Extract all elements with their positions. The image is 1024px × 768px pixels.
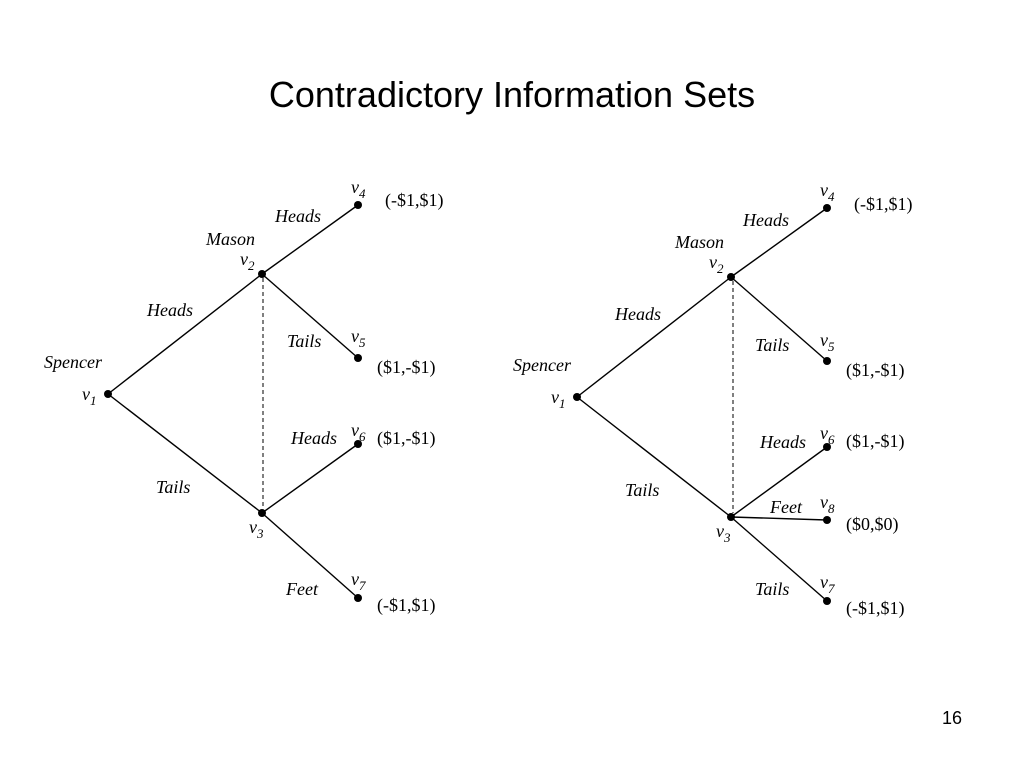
right-node-v7 [823,597,831,605]
right-edge-v3-v6 [730,446,828,518]
right-edge-label-v1-v2: Heads [614,304,661,324]
right-node-v1 [573,393,581,401]
left-node-label-v6: v6 [351,420,366,444]
right-edge-label-v3-v8: Feet [769,497,803,517]
left-edge-v2-v5 [261,273,359,359]
right-node-v4 [823,204,831,212]
right-payoff-v6: ($1,-$1) [846,431,904,452]
right-node-label-v5: v5 [820,330,835,354]
right-payoff-v4: (-$1,$1) [854,194,912,215]
right-node-v2 [727,273,735,281]
left-edge-label-v2-v4: Heads [274,206,321,226]
right-edge-label-v1-v3: Tails [625,480,659,500]
left-edge-label-v3-v6: Heads [290,428,337,448]
right-node-label-v3: v3 [716,521,731,545]
right-node-v6 [823,443,831,451]
left-node-v3 [258,509,266,517]
left-edge-label-v1-v3: Tails [156,477,190,497]
left-payoff-v6: ($1,-$1) [377,428,435,449]
right-payoff-v8: ($0,$0) [846,514,899,535]
left-node-label-v2: v2 [240,249,255,273]
left-payoff-v5: ($1,-$1) [377,357,435,378]
right-game-tree: Spencer Mason v1 v2 v3 v4 v5 v6 v8 v7 He… [513,180,912,619]
left-edge-label-v1-v2: Heads [146,300,193,320]
left-edge-v3-v6 [261,443,359,514]
left-edge-v2-v4 [261,204,359,275]
right-payoff-v5: ($1,-$1) [846,360,904,381]
right-payoff-v7: (-$1,$1) [846,598,904,619]
left-node-label-v7: v7 [351,569,366,593]
left-node-label-v4: v4 [351,177,366,201]
right-node-label-v2: v2 [709,252,724,276]
left-payoff-v7: (-$1,$1) [377,595,435,616]
right-player-spencer: Spencer [513,355,572,375]
left-node-v1 [104,390,112,398]
right-edge-label-v3-v6: Heads [759,432,806,452]
left-node-v5 [354,354,362,362]
left-player-mason: Mason [205,229,255,249]
left-node-label-v5: v5 [351,326,366,350]
left-edge-v3-v7 [261,512,359,599]
page-number: 16 [941,708,962,728]
right-edge-v3-v8 [730,516,828,521]
right-node-label-v7: v7 [820,572,835,596]
right-edge-v1-v2 [576,276,732,398]
left-edge-v1-v2 [107,273,263,395]
right-edge-v1-v3 [576,396,732,518]
right-node-label-v6: v6 [820,423,835,447]
left-game-tree: Spencer Mason v1 v2 v3 v4 v5 v6 v7 Heads… [44,177,443,616]
right-player-mason: Mason [674,232,724,252]
left-node-v6 [354,440,362,448]
left-edge-label-v2-v5: Tails [287,331,321,351]
right-node-label-v8: v8 [820,492,835,516]
left-player-spencer: Spencer [44,352,103,372]
right-node-v5 [823,357,831,365]
left-node-label-v3: v3 [249,517,264,541]
right-node-v8 [823,516,831,524]
right-edge-v2-v4 [730,207,828,278]
right-edge-label-v2-v4: Heads [742,210,789,230]
left-edge-v1-v3 [107,393,263,514]
left-node-label-v1: v1 [82,384,97,408]
right-node-label-v4: v4 [820,180,835,204]
right-edge-label-v3-v7: Tails [755,579,789,599]
slide-title: Contradictory Information Sets [268,74,756,115]
left-payoff-v4: (-$1,$1) [385,190,443,211]
left-node-v2 [258,270,266,278]
right-edge-v3-v7 [730,516,828,602]
left-node-v7 [354,594,362,602]
right-edge-v2-v5 [730,276,828,362]
left-node-v4 [354,201,362,209]
right-edge-label-v2-v5: Tails [755,335,789,355]
right-node-v3 [727,513,735,521]
left-edge-label-v3-v7: Feet [285,579,319,599]
right-node-label-v1: v1 [551,387,566,411]
